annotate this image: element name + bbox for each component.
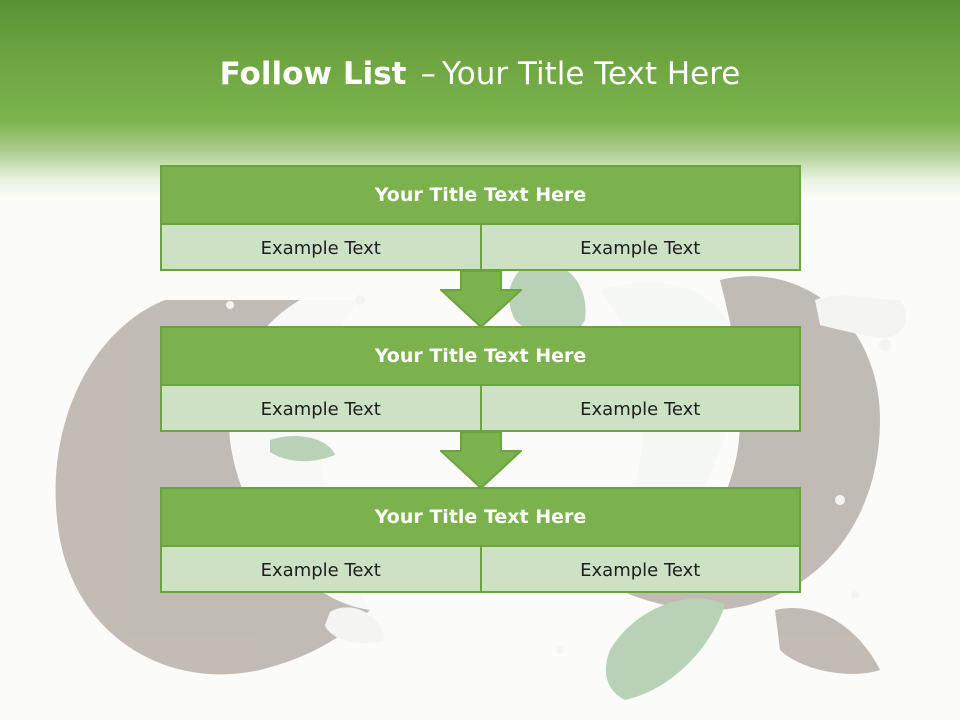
- list-block-title: Your Title Text Here: [162, 167, 799, 225]
- title-rest-part: Your Title Text Here: [441, 56, 741, 92]
- splash-right: [815, 295, 907, 339]
- list-block-cell-right: Example Text: [479, 225, 800, 271]
- list-block-row: Example Text Example Text: [162, 547, 799, 593]
- list-block-2: Your Title Text Here Example Text Exampl…: [160, 326, 801, 432]
- page-title: Follow List–Your Title Text Here: [0, 56, 960, 92]
- title-bold-part: Follow List: [219, 56, 407, 92]
- list-block-1: Your Title Text Here Example Text Exampl…: [160, 165, 801, 271]
- list-block-3: Your Title Text Here Example Text Exampl…: [160, 487, 801, 593]
- list-block-cell-right: Example Text: [479, 547, 800, 593]
- coconut-shell-right: [620, 276, 880, 611]
- list-block-cell-left: Example Text: [260, 237, 381, 259]
- coconut-chip-bottom-right: [775, 608, 880, 674]
- down-arrow-icon: [440, 431, 522, 489]
- title-separator: –: [420, 56, 436, 92]
- list-block-cell-left: Example Text: [260, 559, 381, 581]
- list-block-row: Example Text Example Text: [162, 225, 799, 271]
- leaf-center: [508, 263, 586, 337]
- list-block-row: Example Text Example Text: [162, 386, 799, 432]
- leaf-lower-left: [270, 435, 335, 462]
- list-block-cell-left: Example Text: [260, 398, 381, 420]
- list-block-title: Your Title Text Here: [162, 328, 799, 386]
- leaf-bottom: [605, 598, 725, 700]
- list-block-cell-right: Example Text: [479, 386, 800, 432]
- down-arrow-icon: [440, 270, 522, 328]
- coconut-chip-bottom-center: [325, 607, 385, 644]
- list-block-title: Your Title Text Here: [162, 489, 799, 547]
